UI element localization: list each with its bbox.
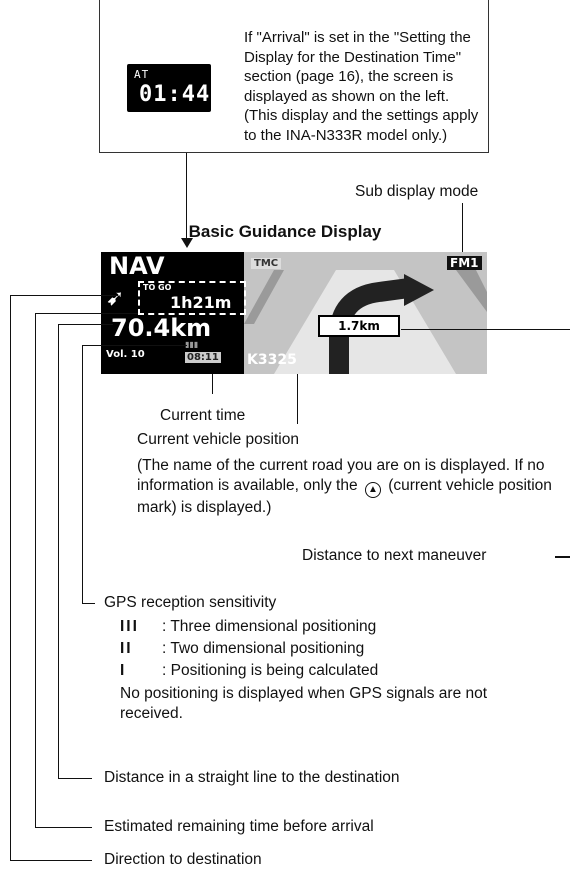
vehicle-position-note: (The name of the current road you are on… — [137, 456, 562, 518]
remaining-time-leader — [35, 313, 138, 314]
remaining-time-foot — [35, 827, 92, 828]
gps-item-calc-text: : Positioning is being calculated — [162, 662, 379, 679]
remaining-time-value: 1h21m — [170, 293, 232, 312]
tmc-badge: TMC — [251, 258, 282, 269]
arrival-time-screen: AT 01:44 — [127, 64, 211, 112]
sub-display-mode-line — [462, 203, 463, 267]
gps-bracket — [82, 345, 83, 603]
maneuver-leader-line — [401, 329, 570, 330]
gps-bars-1-icon: I — [120, 662, 127, 679]
remaining-time-box: TO GO 1h21m — [138, 281, 246, 315]
vehicle-position-label: Current vehicle position — [137, 431, 299, 448]
next-maneuver-line — [555, 556, 570, 558]
straight-line-leader — [58, 324, 113, 325]
direction-label: Direction to destination — [104, 851, 262, 868]
vehicle-position-line — [297, 374, 298, 424]
clock-display: 08:11 — [185, 352, 221, 363]
gps-bars-3-icon: III — [120, 618, 139, 635]
gps-item-calc: I : Positioning is being calculated — [120, 661, 378, 681]
gps-title: GPS reception sensitivity — [104, 594, 277, 611]
vehicle-position-mark-icon: ▲ — [364, 482, 381, 498]
direction-bracket — [10, 295, 11, 860]
vehicle-position-note-text: (The name of the current road you are on… — [137, 457, 545, 494]
gps-note: No positioning is displayed when GPS sig… — [120, 685, 488, 722]
to-go-label: TO GO — [143, 283, 172, 292]
arrival-label: AT — [134, 68, 150, 81]
straight-line-distance-label: Distance in a straight line to the desti… — [104, 769, 400, 786]
distance-value: 70.4km — [111, 314, 212, 342]
gps-foot — [82, 603, 95, 604]
gps-item-2d-text: : Two dimensional positioning — [162, 640, 365, 657]
gps-item-2d: II : Two dimensional positioning — [120, 639, 364, 659]
guidance-screen: NAV TMC FM1 ➹ TO GO 1h21m 70.4km Vol. 10… — [101, 252, 487, 374]
next-maneuver-label: Distance to next maneuver — [302, 547, 487, 564]
gps-bars-icon: ▮▮▮ — [185, 340, 199, 349]
callout-connector — [186, 153, 187, 241]
straight-line-bracket — [58, 324, 59, 778]
current-time-label: Current time — [160, 407, 246, 424]
gps-item-3d-text: : Three dimensional positioning — [162, 618, 377, 635]
sub-display-mode-label: Sub display mode — [355, 183, 479, 200]
arrival-time: 01:44 — [139, 82, 211, 107]
callout-text: If "Arrival" is set in the "Setting the … — [244, 29, 479, 144]
straight-line-foot — [58, 778, 92, 779]
gps-leader — [82, 345, 187, 346]
fm-badge: FM1 — [447, 256, 482, 270]
gps-item-3d: III : Three dimensional positioning — [120, 617, 376, 637]
maneuver-distance-box: 1.7km — [318, 315, 400, 337]
nav-indicator: NAV — [109, 252, 165, 280]
direction-leader — [10, 295, 118, 296]
vehicle-position-note-end: (current vehicle position mark) is displ… — [137, 477, 552, 516]
direction-foot — [10, 860, 92, 861]
remaining-time-label: Estimated remaining time before arrival — [104, 818, 374, 835]
arrival-callout-box: AT 01:44 If "Arrival" is set in the "Set… — [99, 0, 489, 153]
volume-level: Vol. 10 — [106, 349, 145, 360]
road-name: K3325 — [247, 352, 297, 368]
remaining-time-bracket — [35, 313, 36, 827]
arrow-down-icon — [181, 238, 193, 248]
direction-arrow-icon: ➹ — [106, 285, 125, 310]
gps-bars-2-icon: II — [120, 640, 133, 657]
current-time-line — [212, 374, 213, 394]
page-heading: Basic Guidance Display — [188, 222, 382, 241]
